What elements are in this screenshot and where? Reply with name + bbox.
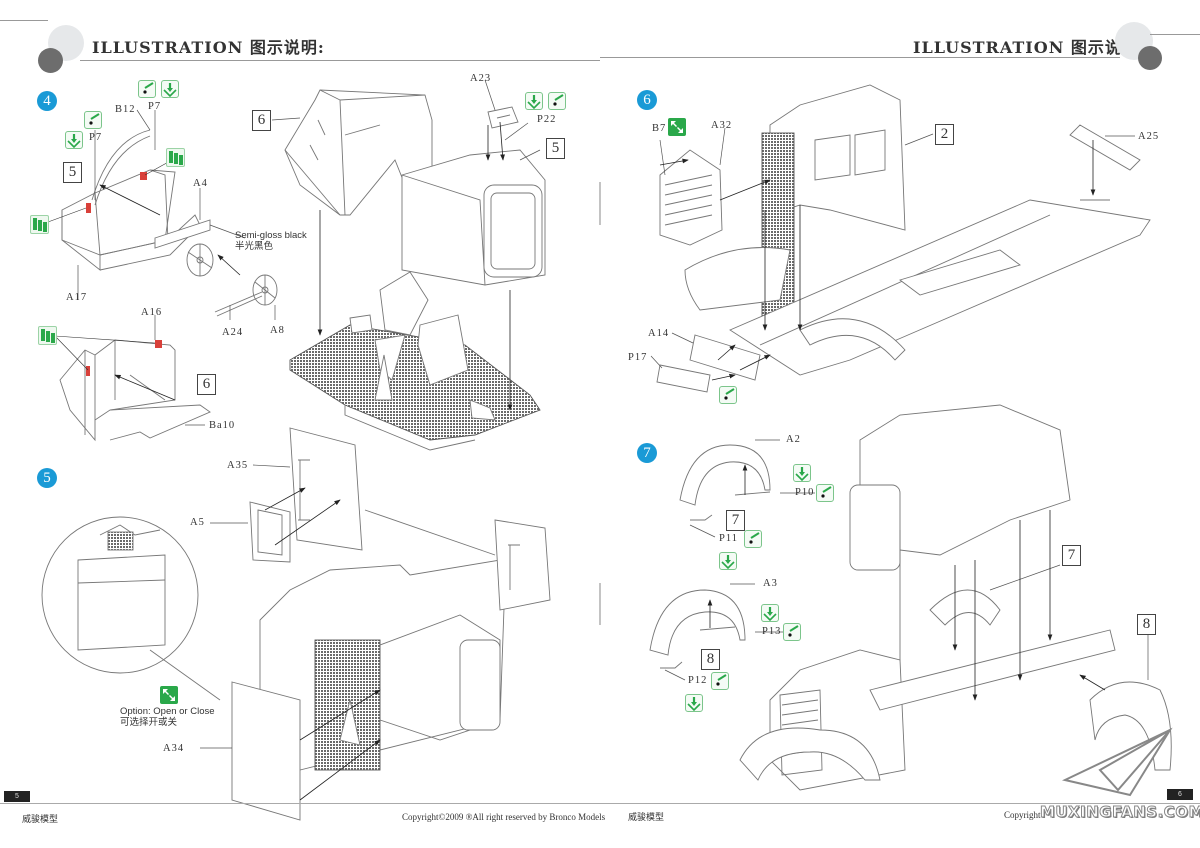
ref-box-8: 8 [701,649,720,670]
paint-note-en: Semi-gloss black [235,230,307,241]
ref-box-5: 5 [546,138,565,159]
paint-note-cn: 半光黑色 [235,241,274,252]
brand-right: 威骏模型 [628,812,665,822]
paint-note: Semi-gloss black 半光黑色 [235,230,307,252]
step4-cab-rear-shell [284,89,433,216]
glue-icon [783,623,801,641]
part-label-a8: A8 [270,325,285,336]
part-label-p11: P11 [719,533,738,544]
copyright-text: Copyright©2009 ®All right reserved by Br… [402,812,606,822]
step-badge-7: 7 [637,443,657,463]
copyright-text-right: Copyright [1004,810,1041,820]
step5-panel-a35 [249,427,363,563]
option-open-close-icon [668,118,686,136]
part-label-p17: P17 [628,352,648,363]
option-note: Option: Open or Close 可选择开或关 [120,706,215,728]
header-deco-circle-dark-right [1138,46,1162,70]
step5-cab-assembled [231,509,551,821]
cut-down-arrow-icon [525,92,543,110]
part-label-a3: A3 [763,578,778,589]
cut-down-arrow-icon [161,80,179,98]
part-label-a5: A5 [190,517,205,528]
step6-engine-hood [659,84,906,334]
option-note-en: Option: Open or Close [120,706,215,717]
ref-box-7: 7 [1062,545,1081,566]
part-label-p7: P7 [89,132,103,143]
part-label-b12: B12 [115,104,136,115]
watermark-text: MUXINGFANS.COM [1040,803,1200,822]
step4-dashboard-assembly [61,129,278,317]
part-label-a32: A32 [711,120,733,131]
step7-fender-a3 [649,589,746,669]
decal-markers [86,172,162,376]
part-label-a25: A25 [1138,131,1160,142]
paint-swatch-icon [30,215,49,234]
part-label-a14: A14 [648,328,670,339]
step5-detail-circle [41,516,221,701]
page-number-right: 6 [1167,789,1193,800]
step-badge-6: 6 [637,90,657,110]
part-label-a17: A17 [66,292,88,303]
ref-box-5: 5 [63,162,82,183]
part-label-p7: P7 [148,101,162,112]
part-label-a16: A16 [141,307,163,318]
ref-box-6: 6 [197,374,216,395]
step7-full-assembly [739,404,1172,791]
header-rule-right-top [1150,34,1200,35]
page-number-left: 5 [4,791,30,802]
cut-down-arrow-icon [65,131,83,149]
part-label-p10: P10 [795,487,815,498]
cut-down-arrow-icon [761,604,779,622]
step-badge-5: 5 [37,468,57,488]
footer-rule [0,803,1200,804]
cut-down-arrow-icon [719,552,737,570]
header-rule-left-top [0,20,48,21]
part-label-ba10: Ba10 [209,420,236,431]
part-label-a23: A23 [470,73,492,84]
cut-down-arrow-icon [685,694,703,712]
glue-icon [816,484,834,502]
glue-icon [711,672,729,690]
ref-box-2: 2 [935,124,954,145]
step6-chassis-frame [656,124,1151,393]
step7-fender-a2 [679,444,771,521]
cut-down-arrow-icon [793,464,811,482]
part-label-p12: P12 [688,675,708,686]
part-label-a35: A35 [227,460,249,471]
part-label-a24: A24 [222,327,244,338]
glue-icon [719,386,737,404]
header-deco-circle-dark [38,48,63,73]
header-rule-right [600,57,1120,58]
paint-swatch-icon [38,326,57,345]
header-rule-left [80,60,600,61]
page-title-left: ILLUSTRATION 图示说明: [92,38,325,57]
option-open-close-icon [160,686,178,704]
paint-swatch-icon [166,148,185,167]
glue-icon [138,80,156,98]
part-label-p13: P13 [762,626,782,637]
ref-box-8: 8 [1137,614,1156,635]
part-label-b7: B7 [652,123,667,134]
part-label-a2: A2 [786,434,801,445]
glue-icon [548,92,566,110]
part-label-p22: P22 [537,114,557,125]
page-title-right: ILLUSTRATION 图示说明: [913,38,1146,57]
brand-left: 威骏模型 [22,814,59,824]
step4-cab-front-shell [401,106,546,286]
part-label-a34: A34 [163,743,185,754]
step-badge-4: 4 [37,91,57,111]
part-label-a4: A4 [193,178,208,189]
glue-icon [744,530,762,548]
option-note-cn: 可选择开或关 [120,717,178,728]
step4-floor-plate [289,271,541,451]
ref-box-6: 6 [252,110,271,131]
glue-icon [84,111,102,129]
ref-box-7: 7 [726,510,745,531]
